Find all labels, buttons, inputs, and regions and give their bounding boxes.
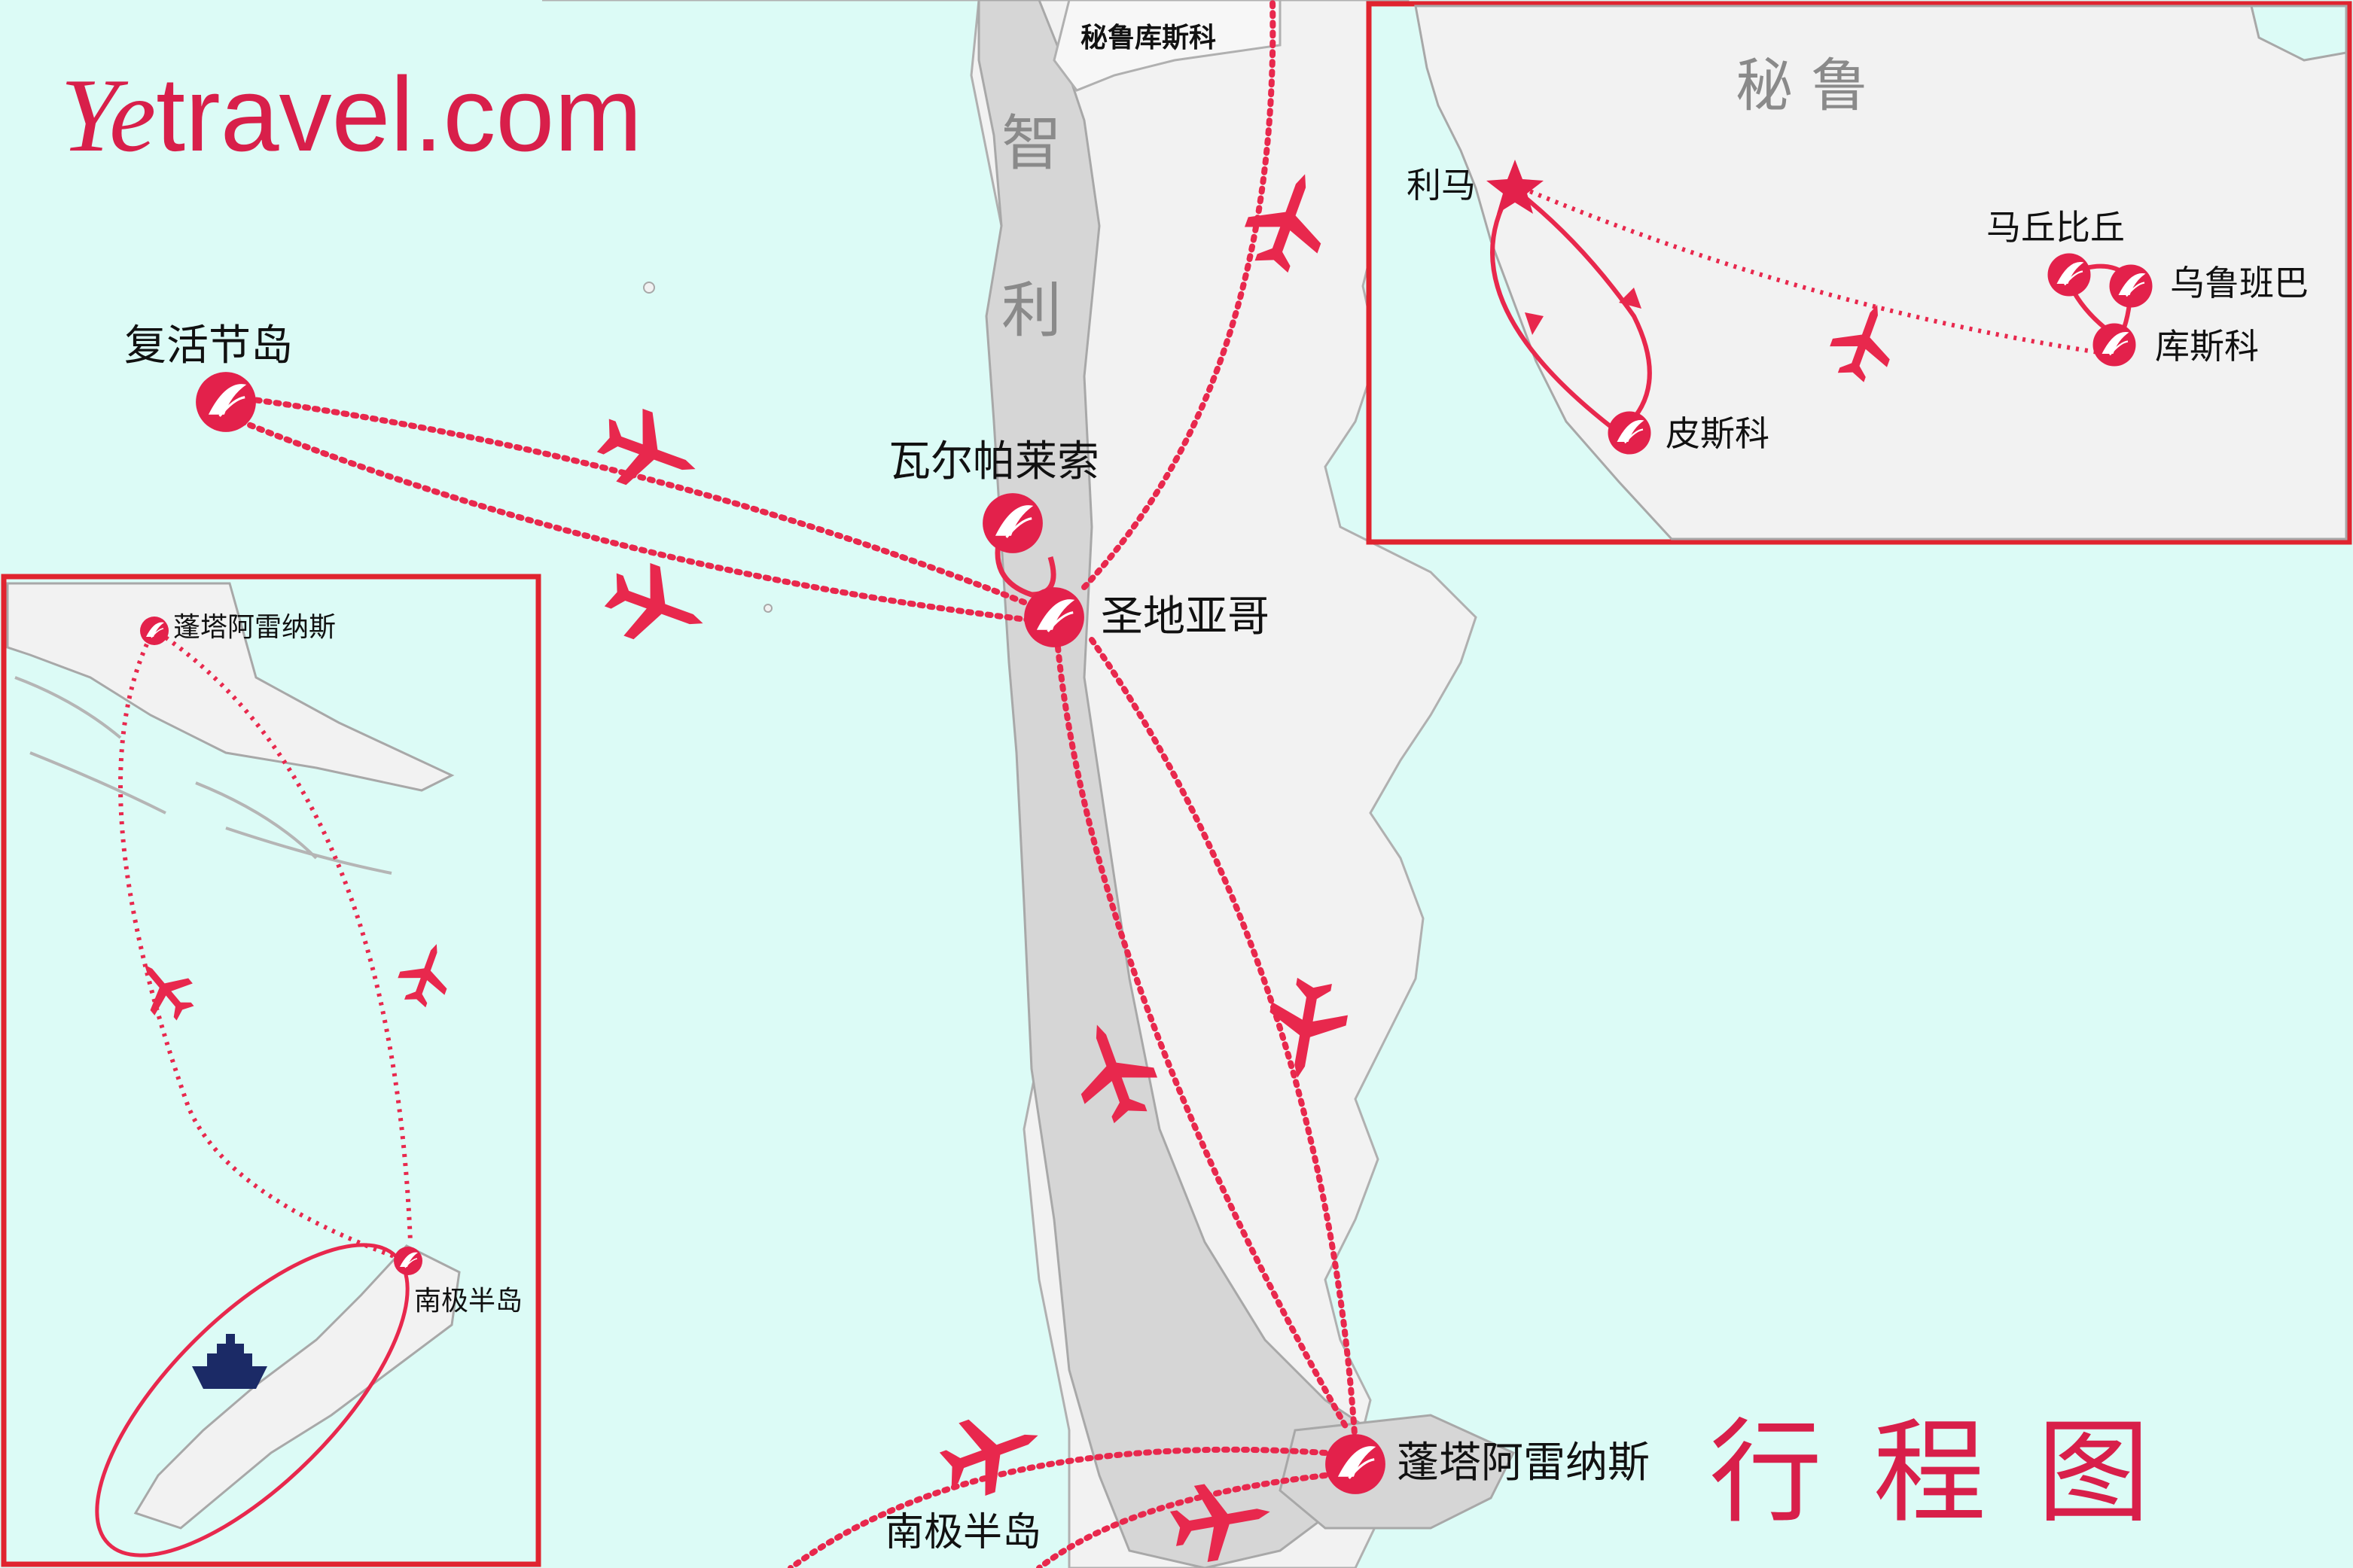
route-easter-santiago-north	[234, 394, 1027, 605]
route-punta-antarctica-1	[788, 1446, 1328, 1568]
peru-fragment	[1053, 0, 1282, 92]
country-label-peru: 秘 鲁	[1736, 52, 1868, 119]
label-urubamba: 乌鲁班巴	[2170, 263, 2309, 303]
country-label-chile-1: 智	[1001, 108, 1062, 178]
label-lima: 利马	[1407, 165, 1476, 206]
antarctic-inset: 蓬塔阿雷纳斯 南极半岛	[1, 574, 541, 1567]
label-valparaiso: 瓦尔帕莱索	[888, 437, 1099, 486]
cruise-ship-icon	[192, 1334, 267, 1389]
city-marker-valparaiso	[981, 492, 1044, 555]
route-santiago-punta-1	[1055, 644, 1351, 1433]
city-marker-easter-island	[194, 370, 258, 434]
brand-logo-rest: travel.com	[156, 55, 642, 173]
label-easter-island: 复活节岛	[124, 321, 293, 370]
city-marker-urubamba	[2108, 263, 2153, 309]
island	[764, 604, 773, 613]
city-marker-punta-arenas	[1324, 1433, 1387, 1496]
label-inset-punta-arenas: 蓬塔阿雷纳斯	[173, 612, 336, 643]
route-inset-punta-peninsula-west	[118, 635, 408, 1263]
label-antarctic-peninsula: 南极半岛	[885, 1510, 1041, 1555]
route-lima-paracas-loop	[1490, 186, 1652, 436]
antarctic-inset-peninsula	[133, 1244, 461, 1530]
antarctic-inset-islands	[14, 676, 392, 875]
route-valparaiso-loop	[995, 529, 1056, 598]
city-marker-machu-picchu	[2047, 252, 2092, 297]
island	[643, 282, 655, 294]
route-inset-punta-peninsula-east	[157, 630, 413, 1243]
label-santiago: 圣地亚哥	[1101, 592, 1269, 641]
label-cusco: 库斯科	[2155, 326, 2259, 367]
label-inset-antarctic-peninsula: 南极半岛	[414, 1286, 523, 1317]
peru-inset: 秘 鲁 利马 皮斯科 马丘比丘 乌鲁班巴 库斯科	[1366, 1, 2352, 545]
brand-logo: Yetravel.com	[60, 55, 642, 174]
label-machu-picchu: 马丘比丘	[1986, 207, 2125, 248]
antarctic-inset-south-america	[6, 582, 455, 792]
label-paracas: 皮斯科	[1666, 413, 1769, 454]
city-marker-santiago	[1023, 586, 1086, 649]
route-cusco-loop	[2065, 263, 2134, 343]
country-label-chile-2: 利	[1001, 276, 1062, 346]
chile-land	[977, 0, 1387, 1568]
label-punta-arenas: 蓬塔阿雷纳斯	[1397, 1439, 1650, 1487]
city-marker-inset-punta-arenas	[139, 616, 169, 646]
route-punta-antarctica-2	[1036, 1472, 1328, 1568]
brand-logo-script: Ye	[60, 57, 156, 174]
city-marker-paracas	[1607, 410, 1652, 455]
arrow-icon	[1525, 312, 1544, 335]
label-peru-cusco: 秘鲁库斯科	[1080, 23, 1216, 53]
city-marker-inset-antarctic-peninsula	[393, 1246, 423, 1276]
route-lima-cusco	[1512, 182, 2109, 356]
airplane-icon	[597, 553, 717, 660]
capital-star-icon	[1486, 160, 1544, 214]
route-easter-santiago-south	[238, 419, 1042, 624]
peru-inset-land	[1414, 5, 2348, 540]
arrow-icon	[1619, 288, 1641, 309]
route-santiago-cusco	[1081, 0, 1276, 590]
peru-inset-lake	[2250, 5, 2348, 62]
city-marker-cusco	[2092, 322, 2137, 367]
map-title: 行 程 图	[1709, 1408, 2157, 1539]
